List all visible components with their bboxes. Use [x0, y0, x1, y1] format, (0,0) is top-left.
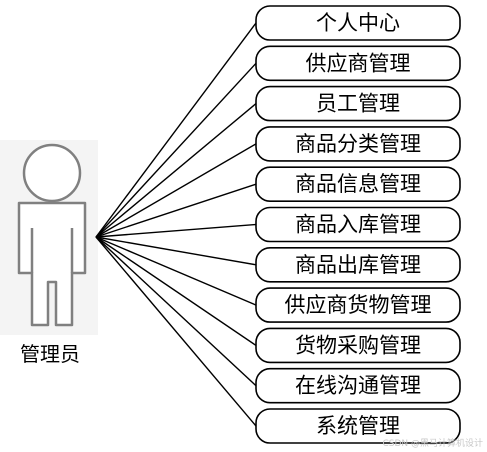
use-case: 商品出库管理: [255, 247, 461, 283]
association-line: [95, 183, 257, 238]
use-case: 货物采购管理: [255, 327, 461, 364]
association-line: [95, 236, 257, 427]
association-line: [95, 236, 257, 266]
use-case-box: [255, 85, 461, 122]
use-case: 在线沟通管理: [255, 367, 461, 404]
use-case-label: 商品出库管理: [295, 253, 421, 277]
use-case-label: 员工管理: [316, 92, 400, 116]
association-line: [95, 22, 257, 238]
use-case-label: 在线沟通管理: [295, 374, 421, 398]
use-case: 员工管理: [255, 85, 461, 122]
actor-head: [22, 143, 82, 203]
use-case-label: 个人中心: [316, 11, 400, 35]
use-case: 商品入库管理: [255, 206, 461, 243]
use-case-box: [255, 45, 461, 82]
use-case: 供应商货物管理: [255, 287, 461, 323]
use-case-label: 货物采购管理: [295, 333, 421, 357]
association-line: [95, 62, 257, 238]
use-case: 商品分类管理: [255, 126, 461, 162]
use-case-label: 系统管理: [316, 414, 400, 438]
use-case-list: 个人中心供应商管理员工管理商品分类管理商品信息管理商品入库管理商品出库管理供应商…: [255, 5, 461, 444]
use-case-label: 供应商管理: [306, 51, 411, 75]
use-case-box: [255, 408, 461, 444]
use-case-box: [255, 327, 461, 364]
use-case-label: 商品入库管理: [295, 213, 421, 237]
use-case-box: [255, 367, 461, 404]
use-case-label: 供应商货物管理: [285, 293, 432, 317]
use-case: 供应商管理: [255, 45, 461, 82]
use-case-box: [255, 126, 461, 162]
use-case: 系统管理: [255, 408, 461, 444]
use-case-box: [255, 206, 461, 243]
association-lines: [95, 22, 257, 427]
use-case-box: [255, 287, 461, 323]
use-case: 个人中心: [255, 5, 461, 41]
use-case-box: [255, 166, 461, 202]
use-case: 商品信息管理: [255, 166, 461, 202]
association-line: [95, 236, 257, 387]
actor-figure: [17, 143, 87, 327]
association-line: [95, 236, 257, 346]
actor-label: 管理员: [20, 342, 80, 366]
association-line: [95, 103, 257, 238]
association-line: [95, 236, 257, 306]
use-case-label: 商品分类管理: [295, 132, 421, 156]
association-line: [95, 143, 257, 238]
use-case-label: 商品信息管理: [295, 172, 421, 196]
association-line: [95, 223, 257, 238]
use-case-box: [255, 5, 461, 41]
watermark: CSDN @黑马计算机设计: [382, 437, 483, 449]
use-case-box: [255, 247, 461, 283]
